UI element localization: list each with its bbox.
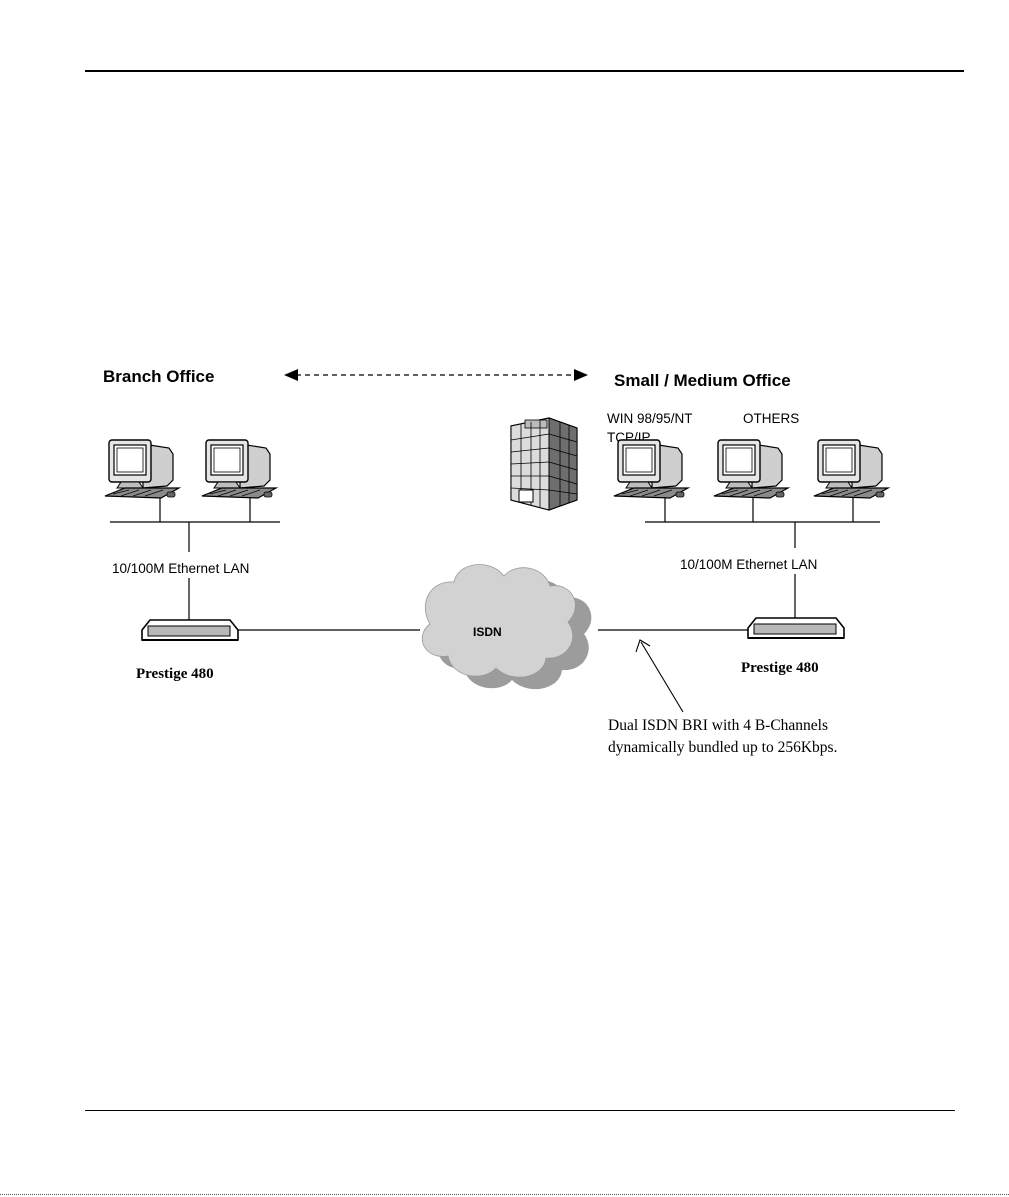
isdn-cloud-label: ISDN [473, 625, 502, 639]
right-router-icon [748, 618, 844, 638]
page-edge-dotted-line [0, 1194, 1009, 1195]
right-router-label: Prestige 480 [741, 660, 819, 676]
left-lan-label: 10/100M Ethernet LAN [112, 561, 249, 576]
callout-arrow [636, 640, 683, 712]
right-lan-label: 10/100M Ethernet LAN [680, 557, 817, 572]
left-lan-bus [110, 495, 280, 620]
others-label: OTHERS [743, 411, 799, 426]
dashed-double-arrow [284, 369, 588, 381]
small-medium-office-title: Small / Medium Office [614, 371, 791, 390]
right-computer-2-icon [714, 440, 788, 498]
left-router-label: Prestige 480 [136, 666, 214, 682]
os-label-line1: WIN 98/95/NT [607, 411, 693, 426]
left-computer-2-icon [202, 440, 276, 498]
left-router-icon [142, 620, 238, 640]
office-building-icon [511, 418, 577, 510]
branch-office-title: Branch Office [103, 367, 214, 386]
right-computer-1-icon [614, 440, 688, 498]
right-computer-3-icon [814, 440, 888, 498]
left-computer-1-icon [105, 440, 179, 498]
isdn-note-line2: dynamically bundled up to 256Kbps. [608, 739, 837, 756]
isdn-cloud-icon [422, 565, 591, 690]
footer-rule [85, 1110, 955, 1111]
isdn-note-line1: Dual ISDN BRI with 4 B-Channels [608, 717, 828, 734]
